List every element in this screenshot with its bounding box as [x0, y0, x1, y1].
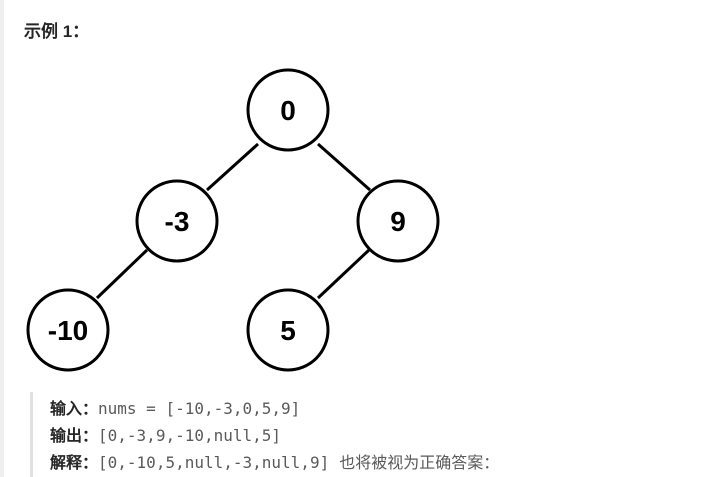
example-io-block: 输入：nums = [-10,-3,0,5,9] 输出：[0,-3,9,-10,…: [30, 392, 633, 477]
node-label-root-left: -3: [165, 206, 190, 237]
example-heading: 示例 1：: [24, 22, 90, 41]
node-label-right-left: 5: [280, 315, 296, 346]
tree-node-root: 0: [246, 68, 330, 152]
tree-node-right-left: 5: [246, 288, 330, 372]
output-line: 输出：[0,-3,9,-10,null,5]: [50, 424, 281, 448]
input-line: 输入：nums = [-10,-3,0,5,9]: [50, 397, 300, 421]
node-label-left-left: -10: [48, 315, 88, 346]
explanation-line: 解释：[0,-10,5,null,-3,null,9] 也将被视为正确答案：: [50, 451, 499, 475]
edge-left-left: [95, 248, 149, 300]
node-label-root: 0: [280, 95, 296, 126]
tree-node-root-left: -3: [135, 179, 219, 263]
explanation-note: 也将被视为正确答案：: [339, 453, 500, 472]
output-value: [0,-3,9,-10,null,5]: [98, 426, 282, 445]
input-label: 输入：: [50, 399, 99, 418]
input-value: nums = [-10,-3,0,5,9]: [98, 399, 301, 418]
explanation-value: [0,-10,5,null,-3,null,9]: [98, 453, 330, 472]
left-border: [0, 0, 4, 477]
output-label: 输出：: [50, 426, 99, 445]
explanation-label: 解释：: [50, 453, 99, 472]
edge-right-left: [316, 248, 371, 300]
edge-root-left: [205, 142, 260, 192]
edge-root-right: [317, 142, 371, 192]
tree-node-left-left: -10: [26, 288, 110, 372]
node-label-root-right: 9: [390, 206, 406, 237]
tree-node-root-right: 9: [356, 179, 440, 263]
tree-diagram: 0 -3 9 -10 5: [20, 60, 450, 380]
